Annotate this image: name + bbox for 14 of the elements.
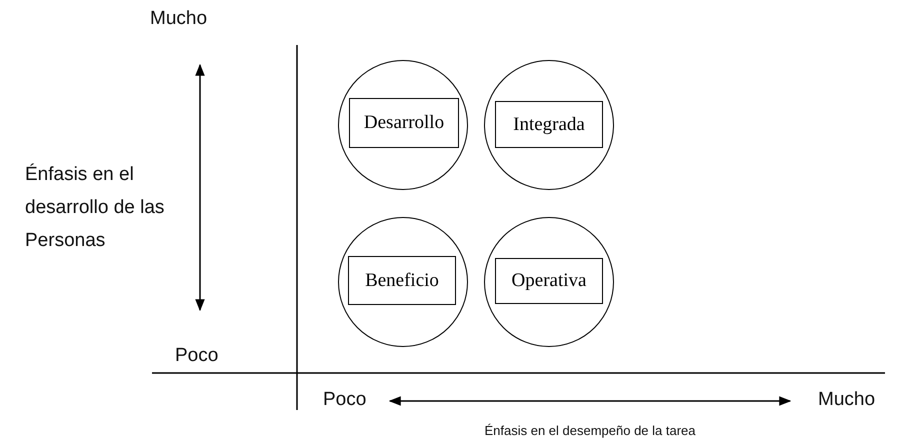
circle-shape [338, 217, 468, 347]
label-box: Desarrollo [349, 98, 459, 148]
axis-end-label: Mucho [818, 389, 876, 412]
axis-end-label: Mucho [150, 8, 208, 31]
axis-end-label: Poco [175, 345, 218, 368]
circle-shape [338, 60, 468, 190]
label-box: Beneficio [348, 256, 456, 305]
label-box: Operativa [495, 258, 603, 304]
axis-end-label: Poco [323, 389, 366, 412]
axis-title: Énfasis en el desarrollo de las Personas [25, 162, 165, 253]
axis-title: Énfasis en el desempeño de la tarea [483, 423, 697, 439]
label-box: Integrada [495, 101, 603, 148]
circle-shape [484, 217, 614, 347]
circle-shape [484, 60, 614, 190]
